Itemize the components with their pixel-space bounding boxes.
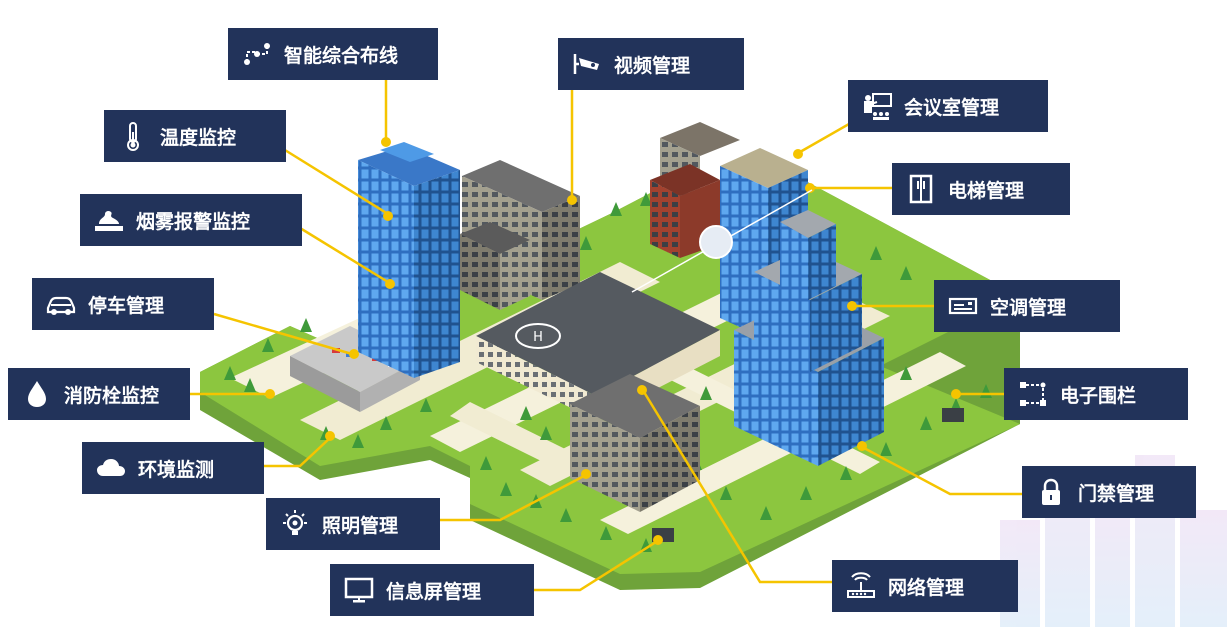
label-text: 视频管理 <box>614 54 691 77</box>
label-text: 照明管理 <box>322 514 399 537</box>
cloud-icon <box>94 451 128 485</box>
label-network[interactable]: 网络管理 <box>832 560 1018 612</box>
label-text: 消防栓监控 <box>64 384 160 407</box>
label-access-control[interactable]: 门禁管理 <box>1022 466 1196 518</box>
meeting-presenter-icon <box>860 89 894 123</box>
label-text: 电子围栏 <box>1060 384 1137 407</box>
fence-nodes-icon <box>1016 377 1050 411</box>
cctv-camera-icon <box>570 47 604 81</box>
label-text: 门禁管理 <box>1078 482 1155 505</box>
padlock-icon <box>1034 475 1068 509</box>
label-text: 电梯管理 <box>948 179 1025 202</box>
label-text: 温度监控 <box>160 126 237 149</box>
light-bulb-icon <box>278 507 312 541</box>
label-text: 空调管理 <box>990 296 1067 319</box>
label-info-screen[interactable]: 信息屏管理 <box>330 564 534 616</box>
label-text: 网络管理 <box>888 576 965 599</box>
wifi-router-icon <box>844 569 878 603</box>
label-environment[interactable]: 环境监测 <box>82 442 264 494</box>
label-lighting[interactable]: 照明管理 <box>266 498 440 550</box>
svg-text:H: H <box>533 330 543 345</box>
label-text: 环境监测 <box>138 458 215 481</box>
label-smart-cabling[interactable]: 智能综合布线 <box>228 28 438 80</box>
smoke-detector-icon <box>92 203 126 237</box>
label-parking[interactable]: 停车管理 <box>32 278 214 330</box>
label-text: 智能综合布线 <box>284 44 399 67</box>
label-air-conditioning[interactable]: 空调管理 <box>934 280 1120 332</box>
water-drop-icon <box>20 377 54 411</box>
car-icon <box>44 287 78 321</box>
tan-building <box>460 222 530 310</box>
monitor-icon <box>342 573 376 607</box>
label-meeting-room[interactable]: 会议室管理 <box>848 80 1048 132</box>
connector-lines <box>190 80 1022 592</box>
elevator-door-icon <box>904 172 938 206</box>
label-text: 会议室管理 <box>904 96 1000 119</box>
label-text: 停车管理 <box>88 294 165 317</box>
gray-building-south <box>570 374 700 512</box>
label-smoke-alarm[interactable]: 烟雾报警监控 <box>80 194 302 246</box>
label-temperature[interactable]: 温度监控 <box>104 110 286 162</box>
connector-dots <box>265 137 961 545</box>
label-text: 烟雾报警监控 <box>136 210 251 233</box>
label-hydrant[interactable]: 消防栓监控 <box>8 368 190 420</box>
label-text: 信息屏管理 <box>386 580 482 603</box>
billboard-east <box>942 408 964 422</box>
label-electronic-fence[interactable]: 电子围栏 <box>1004 368 1188 420</box>
thermometer-icon <box>116 119 150 153</box>
blue-tower-left <box>358 142 460 378</box>
label-elevator[interactable]: 电梯管理 <box>892 163 1070 215</box>
cabling-icon <box>240 37 274 71</box>
stepped-tower-right <box>734 210 884 466</box>
network-link <box>631 189 813 293</box>
label-video[interactable]: 视频管理 <box>558 38 744 90</box>
air-conditioner-icon <box>946 289 980 323</box>
